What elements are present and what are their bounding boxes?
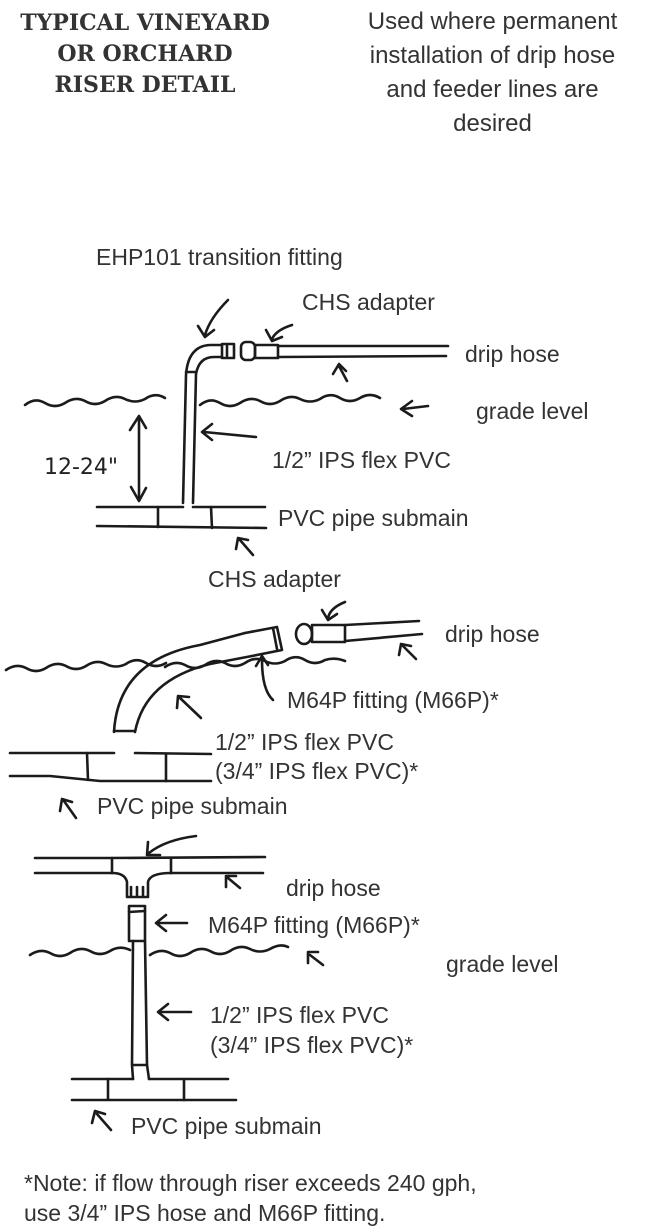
label-chs-adapter: CHS adapter (302, 289, 435, 315)
label-chs-adapter-bottom: CHS adapter (208, 566, 341, 592)
diagram-description: Used where permanent installation of dri… (330, 5, 655, 141)
detail1-chs-bottom-pointer (234, 536, 255, 557)
description-line: Used where permanent (367, 8, 618, 35)
detail2-submain-top-right (133, 751, 213, 756)
detail2-drip-hose-bottom (343, 632, 424, 643)
detail1-chs-pointer (264, 323, 294, 343)
detail2-fitting-pointer (254, 654, 275, 702)
detail1-chs-adapter-body (253, 343, 280, 360)
detail1-depth-arrowhead-top (128, 414, 148, 432)
detail3-m64p-fitting (127, 904, 147, 943)
detail3-riser-right (143, 939, 151, 1081)
detail2-adapter-pointer (320, 600, 347, 622)
label-drip-hose: drip hose (445, 621, 540, 647)
detail1-drip-hose-bottom (276, 354, 448, 359)
detail-3-drawing (28, 834, 325, 1132)
title-line: RISER DETAIL (54, 72, 236, 98)
detail3-submain-pointer (90, 1109, 113, 1132)
detail1-ehp101-pointer (196, 298, 230, 339)
detail2-grade-wave (4, 655, 347, 673)
detail2-riser-pipe-outer (112, 631, 247, 734)
detail-2-drawing (4, 600, 424, 820)
label-riser-depth: 12-24" (44, 455, 119, 480)
detail1-riser-pointer (200, 422, 258, 442)
label-riser-pipe: 1/2” IPS flex PVC (272, 447, 451, 473)
detail-1-drawing (23, 298, 450, 557)
label-riser-pipe-alt: (3/4” IPS flex PVC)* (210, 1032, 414, 1058)
footnote: *Note: if flow through riser exceeds 240… (24, 1168, 477, 1228)
description-line: and feeder lines are (386, 76, 599, 103)
title-line: OR ORCHARD (57, 41, 233, 67)
detail3-tee-outlet (110, 871, 173, 899)
detail2-riser-pointer (175, 694, 203, 720)
footnote-line: use 3/4” IPS hose and M66P fitting. (24, 1200, 386, 1226)
detail3-drip-pointer (224, 874, 242, 890)
description-line: desired (453, 110, 532, 137)
label-pvc-submain: PVC pipe submain (131, 1113, 322, 1139)
detail1-transition-fitting (220, 342, 236, 360)
detail1-riser-pipe-inner (191, 355, 224, 505)
detail1-riser-pipe (181, 343, 224, 505)
footnote-line: *Note: if flow through riser exceeds 240… (24, 1170, 477, 1196)
detail3-grade-pointer (306, 950, 325, 967)
label-grade-level: grade level (476, 398, 589, 424)
label-ehp101-transition-fitting: EHP101 transition fitting (96, 244, 343, 270)
label-riser-pipe-alt: (3/4” IPS flex PVC)* (215, 758, 419, 784)
label-m64p-fitting: M64P fitting (M66P)* (287, 687, 499, 713)
detail1-drip-pointer (331, 362, 349, 383)
detail3-riser-pointer (156, 1002, 193, 1022)
diagram-title: TYPICAL VINEYARD OR ORCHARD RISER DETAIL (0, 8, 290, 101)
label-pvc-submain: PVC pipe submain (278, 505, 469, 531)
detail1-submain-bottom (95, 524, 268, 530)
detail2-fitting-ridge (271, 626, 279, 651)
label-m64p-fitting: M64P fitting (M66P)* (208, 912, 420, 938)
label-drip-hose: drip hose (286, 875, 381, 901)
label-grade-level: grade level (446, 951, 559, 977)
detail3-grade-wave (28, 944, 290, 958)
detail2-submain-pointer (58, 797, 78, 820)
description-line: installation of drip hose (369, 42, 616, 69)
detail1-grade-wave (23, 393, 382, 408)
detail3-fitting-pointer (154, 913, 189, 933)
label-riser-pipe: 1/2” IPS flex PVC (210, 1002, 389, 1028)
detail1-depth-arrowhead-bottom (129, 485, 148, 503)
label-riser-pipe: 1/2” IPS flex PVC (215, 729, 394, 755)
detail2-adapter-body (310, 623, 347, 644)
detail3-drip-hose-top (33, 855, 267, 860)
detail2-submain-bottom (8, 774, 213, 783)
label-pvc-submain: PVC pipe submain (97, 793, 288, 819)
title-line: TYPICAL VINEYARD (20, 10, 270, 36)
detail3-riser-left (130, 939, 135, 1081)
detail3-tee-pointer (145, 834, 198, 857)
detail1-tee-right (209, 505, 214, 530)
detail2-drip-pointer (397, 642, 418, 661)
detail2-m64p-fitting (243, 625, 284, 658)
detail2-tee-left (85, 751, 90, 782)
detail2-drip-hose-top (343, 619, 421, 627)
detail1-chs-adapter-nut (239, 340, 257, 362)
detail1-grade-pointer (399, 399, 430, 418)
detail2-adapter-nut (294, 622, 314, 646)
label-drip-hose: drip hose (465, 341, 560, 367)
detail3-fitting-ridge (127, 909, 147, 914)
